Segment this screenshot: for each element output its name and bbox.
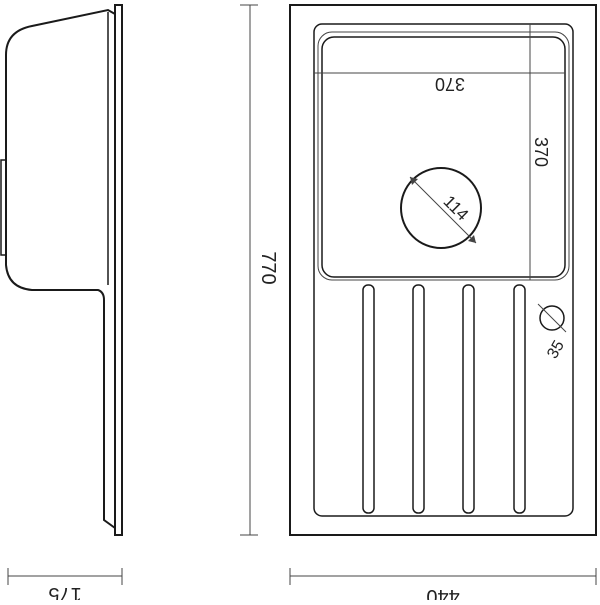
side-depth-dimension: 175 [7, 568, 123, 605]
dim-label-bowl-length: 370 [531, 137, 551, 167]
overall-width-dimension: 440 [289, 568, 597, 605]
side-flange [114, 4, 123, 536]
tap-hole-diameter-line [537, 303, 567, 333]
drain-hole [400, 167, 482, 249]
drain-diameter-line [409, 176, 477, 244]
drainboard-ribs [362, 284, 526, 514]
dim-label-tap-hole: 35 [544, 338, 568, 362]
bowl-outline [321, 36, 566, 278]
drain-arrow-start [410, 177, 418, 185]
drainboard-rib [513, 284, 526, 514]
dim-label-length: 770 [257, 251, 279, 284]
tap-hole [539, 305, 565, 331]
dim-label-depth: 175 [48, 583, 81, 600]
overall-length-dimension: 770 [240, 4, 279, 536]
sink-outer-frame [289, 4, 597, 536]
bowl-rim [317, 31, 570, 281]
dim-label-drain: 114 [440, 192, 473, 225]
sink-inner-rim [313, 23, 574, 517]
side-profile-view [0, 4, 123, 536]
side-bowl-profile [5, 8, 116, 529]
top-view: 370 370 114 35 [289, 4, 597, 536]
drainboard-rib [462, 284, 475, 514]
side-overflow-detail [0, 159, 7, 256]
drainboard-rib [412, 284, 425, 514]
drain-arrow-end [468, 235, 476, 243]
dim-label-width: 440 [426, 585, 459, 600]
drainboard-rib [362, 284, 375, 514]
dim-label-bowl-width: 370 [435, 74, 465, 94]
